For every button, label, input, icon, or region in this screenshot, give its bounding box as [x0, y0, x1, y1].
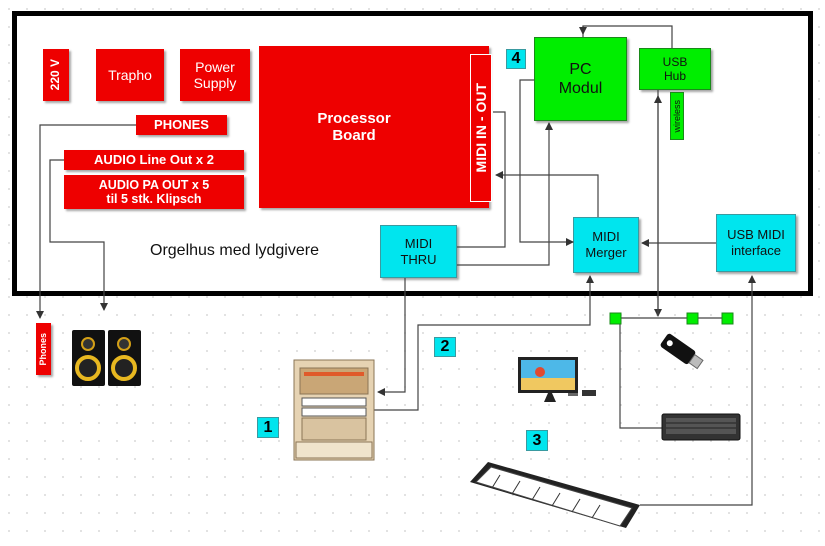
usb-stick-icon: [660, 333, 704, 370]
marker-2: 2: [434, 337, 456, 357]
enclosure-label: Orgelhus med lydgivere: [150, 242, 319, 259]
audio-line-out-box: AUDIO Line Out x 2: [64, 150, 244, 170]
usb-midi-interface-box: USB MIDI interface: [716, 214, 796, 272]
midi-merger-label: MIDI Merger: [585, 229, 627, 260]
processor-board: Processor Board: [259, 46, 489, 208]
phones-output-box: PHONES: [136, 115, 227, 135]
trapho-box: Trapho: [96, 49, 164, 101]
mains-220v-box: 220 V: [43, 49, 69, 101]
organ-console-icon: [293, 359, 375, 461]
audio-line-out-label: AUDIO Line Out x 2: [94, 151, 214, 167]
marker-3: 3: [526, 430, 548, 451]
audio-pa-out-line2: til 5 stk. Klipsch: [106, 192, 202, 206]
usb-hub-label: USB Hub: [662, 54, 688, 83]
phones-output-label: PHONES: [154, 116, 209, 132]
midi-thru-box: MIDI THRU: [380, 225, 457, 278]
audio-pa-out-line1: AUDIO PA OUT x 5: [98, 177, 210, 192]
trapho-label: Trapho: [108, 66, 152, 83]
usb-bus-nodes: [609, 312, 734, 325]
wireless-adapter: wireless: [670, 92, 684, 140]
power-supply-label: Power Supply: [193, 58, 237, 91]
pc-module-box: PC Modul: [534, 37, 627, 121]
computer-keyboard-icon: [661, 413, 741, 441]
connection-lines: [36, 25, 756, 506]
midi-keyboard-icon: [470, 462, 640, 528]
audio-pa-out-box: AUDIO PA OUT x 5 til 5 stk. Klipsch: [64, 175, 244, 209]
speakers-icon: [72, 330, 141, 386]
midi-thru-label: MIDI THRU: [400, 235, 437, 267]
usb-midi-interface-label: USB MIDI interface: [727, 227, 785, 258]
usb-hub-box: USB Hub: [639, 48, 711, 90]
power-supply-box: Power Supply: [180, 49, 250, 101]
processor-board-label: Processor Board: [317, 109, 391, 144]
marker-1: 1: [257, 417, 279, 438]
marker-4: 4: [506, 49, 526, 69]
monitor-icon: [518, 357, 596, 402]
pc-module-label: PC Modul: [558, 60, 603, 97]
midi-in-out-port: MIDI IN - OUT: [470, 54, 492, 202]
phones-jack-box: Phones: [36, 323, 51, 375]
